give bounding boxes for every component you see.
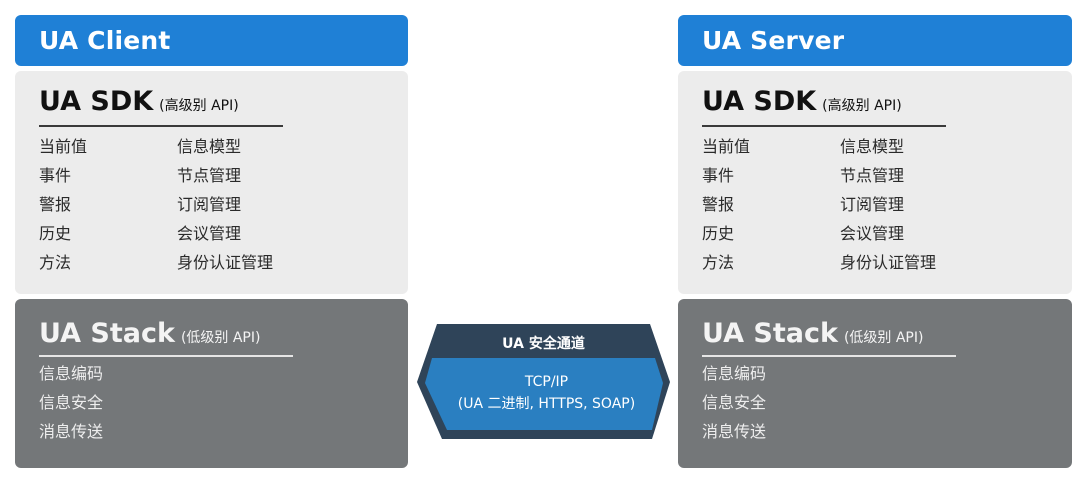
server-sdk-divider — [702, 125, 946, 127]
ua-client-column: UA Client UA SDK(高级别 API) 当前值 信息模型 事件 节点… — [15, 15, 408, 468]
client-sdk-title: UA SDK(高级别 API) — [39, 86, 239, 117]
client-sdk-panel: UA SDK(高级别 API) 当前值 信息模型 事件 节点管理 警报 订阅管理… — [15, 71, 408, 294]
secure-channel-label: UA 安全通道 — [502, 336, 585, 352]
server-stack-title: UA Stack(低级别 API) — [702, 318, 924, 349]
client-stack-subtitle: (低级别 API) — [180, 330, 261, 346]
secure-channel-protocols: TCP/IP (UA 二进制, HTTPS, SOAP) — [430, 371, 663, 415]
server-sdk-title: UA SDK(高级别 API) — [702, 86, 902, 117]
server-sdk-subtitle: (高级别 API) — [822, 98, 902, 114]
list-item: 信息安全 — [702, 393, 767, 412]
server-stack-divider — [702, 355, 956, 357]
server-stack-panel: UA Stack(低级别 API) 信息编码 信息安全 消息传送 — [678, 299, 1072, 468]
client-stack-divider — [39, 355, 293, 357]
ua-server-title: UA Server — [702, 26, 845, 55]
list-item: 消息传送 — [702, 422, 767, 441]
server-stack-feature-list: 信息编码 信息安全 消息传送 — [702, 359, 766, 446]
list-item: 消息传送 — [39, 422, 104, 441]
server-stack-subtitle: (低级别 API) — [843, 330, 924, 346]
list-item: 信息编码 — [39, 364, 104, 383]
client-stack-title: UA Stack(低级别 API) — [39, 318, 261, 349]
client-sdk-divider — [39, 125, 283, 127]
server-sdk-panel: UA SDK(高级别 API) 当前值 信息模型 事件 节点管理 警报 订阅管理… — [678, 71, 1072, 294]
client-stack-feature-list: 信息编码 信息安全 消息传送 — [39, 359, 103, 446]
ua-client-header: UA Client — [15, 15, 408, 66]
client-sdk-subtitle: (高级别 API) — [159, 98, 239, 114]
client-stack-panel: UA Stack(低级别 API) 信息编码 信息安全 消息传送 — [15, 299, 408, 468]
protocol-line-1: TCP/IP — [524, 374, 569, 390]
ua-client-title: UA Client — [39, 26, 171, 55]
list-item: 信息安全 — [39, 393, 104, 412]
ua-server-header: UA Server — [678, 15, 1072, 66]
ua-server-column: UA Server UA SDK(高级别 API) 当前值 信息模型 事件 节点… — [678, 15, 1072, 468]
list-item: 信息编码 — [702, 364, 767, 383]
protocol-line-2: (UA 二进制, HTTPS, SOAP) — [457, 396, 636, 412]
